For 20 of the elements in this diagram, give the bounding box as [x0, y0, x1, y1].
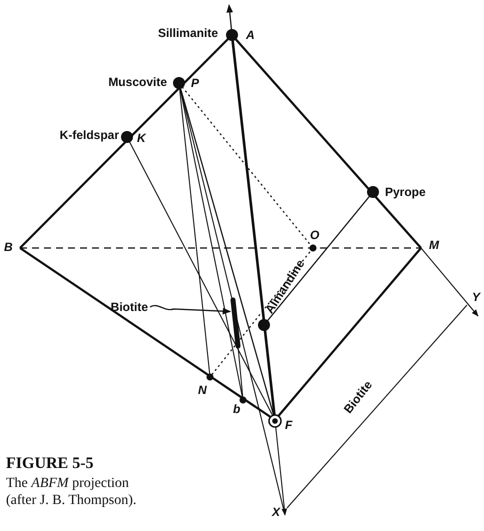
figure-title: FIGURE 5-5: [6, 455, 94, 473]
mineral-label: K-feldspar: [60, 128, 119, 142]
figure-caption: The ABFM projection (after J. B. Thompson).: [6, 475, 138, 509]
leader-line: [150, 305, 232, 315]
point-label: B: [4, 240, 13, 254]
point-label: K: [137, 131, 146, 145]
mineral-bar: [230, 298, 240, 348]
point-label: X: [272, 505, 280, 519]
point-label: P: [191, 76, 200, 90]
point-label: N: [198, 383, 207, 397]
point-label: Y: [472, 290, 480, 304]
mineral-label: Pyrope: [385, 185, 426, 199]
point-label: F: [285, 418, 292, 432]
mineral-label: Sillimanite: [158, 26, 218, 40]
point-label: M: [429, 238, 439, 252]
point-label: b: [233, 402, 240, 416]
point-label: O: [310, 228, 320, 242]
point-label: A: [246, 28, 255, 42]
mineral-label: Muscovite: [108, 75, 167, 89]
mineral-label: Biotite: [110, 300, 148, 314]
